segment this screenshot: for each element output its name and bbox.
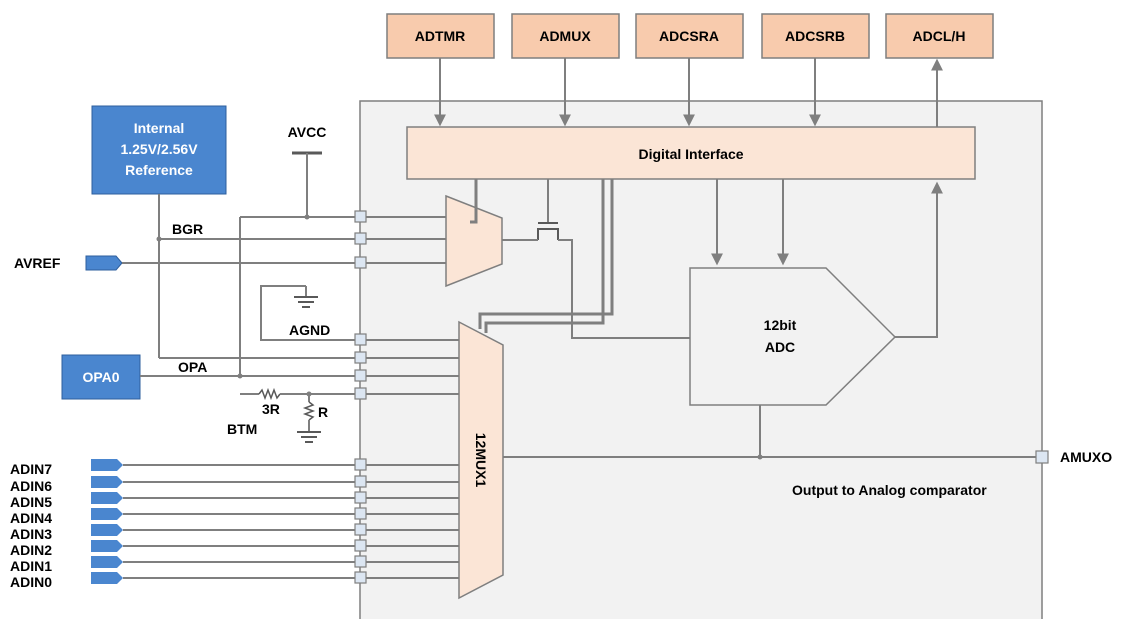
reference-mux	[445, 194, 503, 288]
switch-to-adc	[558, 239, 690, 339]
agnd-wire	[260, 285, 355, 341]
opa-label: OPA	[178, 359, 207, 375]
adc-12bit: 12bit ADC	[689, 267, 897, 406]
adin6-port: ADIN6	[10, 476, 355, 494]
adin5-port: ADIN5	[10, 492, 355, 510]
output-analog-comparator-label: Output to Analog comparator	[792, 482, 987, 498]
adin6-label: ADIN6	[10, 478, 52, 494]
adin3-label: ADIN3	[10, 526, 52, 542]
avcc-label: AVCC	[288, 124, 327, 140]
digital-interface-label: Digital Interface	[638, 146, 743, 162]
avref-label: AVREF	[14, 255, 61, 271]
internal-reference-block: Internal 1.25V/2.56V Reference	[91, 105, 227, 195]
mux-control-1	[484, 179, 605, 333]
resistor-3r-label: 3R	[262, 401, 280, 417]
adin-ports: ADIN7 ADIN6 ADIN5 ADIN4 ADIN3 ADIN2	[10, 459, 355, 590]
adin7-label: ADIN7	[10, 461, 52, 477]
adin5-label: ADIN5	[10, 494, 52, 510]
opa0-block: OPA0	[61, 354, 141, 400]
adin4-label: ADIN4	[10, 510, 52, 526]
register-adcsra-label: ADCSRA	[659, 28, 719, 44]
btm-label: BTM	[227, 421, 257, 437]
register-adcsrb: ADCSRB	[761, 13, 870, 59]
reference-line3: Reference	[125, 162, 193, 178]
adin1-port: ADIN1	[10, 556, 355, 574]
ground-symbol-agnd	[294, 296, 318, 308]
agnd-label: AGND	[289, 322, 330, 338]
register-adcsrb-label: ADCSRB	[785, 28, 845, 44]
register-admux-label: ADMUX	[539, 28, 591, 44]
mux-12mux1: 12MUX1	[458, 320, 504, 600]
resistor-3r	[258, 387, 281, 401]
adin0-label: ADIN0	[10, 574, 52, 590]
mux-control-2	[478, 179, 614, 329]
register-adtmr: ADTMR	[386, 13, 495, 59]
adin7-port: ADIN7	[10, 459, 355, 477]
adin1-label: ADIN1	[10, 558, 52, 574]
avref-port	[85, 255, 123, 271]
adc-line1: 12bit	[764, 317, 797, 333]
refmux-control	[470, 179, 478, 224]
reference-line1: Internal	[134, 120, 185, 136]
pins-left	[354, 210, 367, 584]
adin2-label: ADIN2	[10, 542, 52, 558]
adin4-port: ADIN4	[10, 508, 355, 526]
register-adcsra: ADCSRA	[635, 13, 744, 59]
bgr-label: BGR	[172, 221, 203, 237]
mux-12mux1-label: 12MUX1	[473, 433, 489, 488]
adin3-port: ADIN3	[10, 524, 355, 542]
opa0-label: OPA0	[82, 369, 119, 385]
register-admux: ADMUX	[511, 13, 620, 59]
adin2-port: ADIN2	[10, 540, 355, 558]
resistor-r	[302, 401, 316, 421]
mux-input-wires	[366, 339, 459, 579]
register-adclh: ADCL/H	[885, 13, 994, 59]
digital-interface: Digital Interface	[406, 126, 976, 180]
amuxo-pin	[1035, 450, 1049, 464]
adc-line2: ADC	[765, 339, 795, 355]
resistor-r-label: R	[318, 404, 328, 420]
reference-line2: 1.25V/2.56V	[120, 141, 198, 157]
adin0-port: ADIN0	[10, 572, 355, 590]
register-adclh-label: ADCL/H	[913, 28, 966, 44]
register-adtmr-label: ADTMR	[415, 28, 466, 44]
amuxo-label: AMUXO	[1060, 449, 1112, 465]
adc-result-arrow	[895, 181, 943, 338]
ground-symbol-btm	[297, 431, 321, 443]
